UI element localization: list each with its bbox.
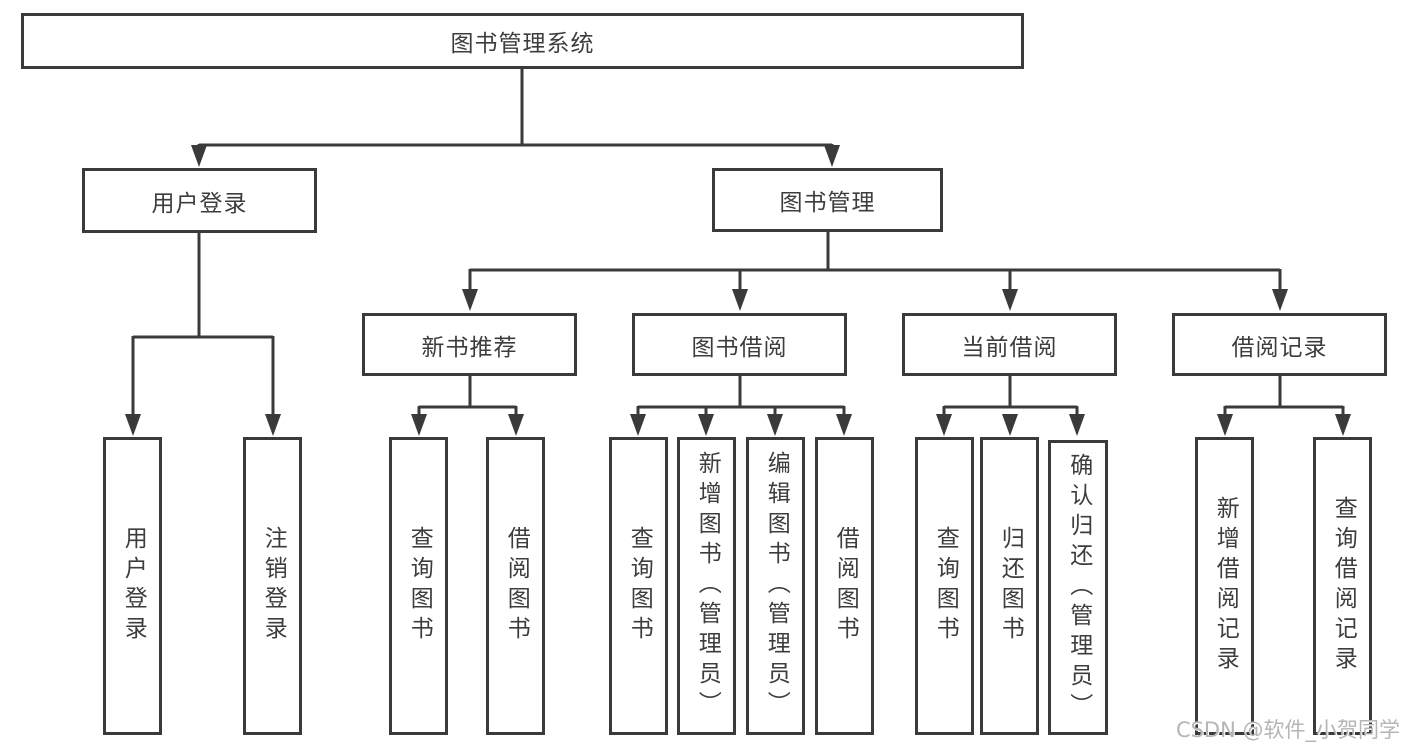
arrowhead	[508, 414, 524, 436]
arrowhead	[698, 414, 714, 436]
arrowhead	[265, 414, 281, 436]
arrowhead	[767, 414, 783, 436]
arrowhead	[411, 414, 427, 436]
arrowhead	[732, 289, 748, 311]
leaf-query-borrow-record: 查询借阅记录	[1313, 437, 1372, 735]
leaf-borrow-query-book-label: 查询图书	[626, 526, 653, 646]
leaf-logout-login: 注销登录	[243, 437, 302, 735]
leaf-borrow-borrow-book: 借阅图书	[815, 437, 874, 735]
leaf-logout-login-label: 注销登录	[260, 526, 287, 646]
leaf-recommend-borrow-book: 借阅图书	[486, 437, 545, 735]
leaf-return-book-label: 归还图书	[997, 526, 1024, 646]
arrowhead	[824, 145, 840, 167]
node-current-borrow-label: 当前借阅	[961, 334, 1058, 361]
arrowhead	[1069, 414, 1085, 436]
leaf-edit-book-admin: 编辑图书（管理员）	[746, 437, 805, 735]
leaf-current-query-book: 查询图书	[915, 437, 974, 735]
node-book-borrow-label: 图书借阅	[691, 334, 788, 361]
arrowhead	[125, 414, 141, 436]
leaf-add-book-admin-label: 新增图书（管理员）	[694, 451, 721, 721]
node-user-login: 用户登录	[82, 168, 317, 233]
node-book-borrow: 图书借阅	[632, 313, 847, 376]
leaf-borrow-borrow-book-label: 借阅图书	[832, 526, 859, 646]
node-new-book-recommend: 新书推荐	[362, 313, 577, 376]
node-borrow-records-label: 借阅记录	[1231, 334, 1328, 361]
arrowhead	[1272, 289, 1288, 311]
arrowhead	[1335, 414, 1351, 436]
node-book-management-label: 图书管理	[779, 190, 876, 216]
arrowhead	[462, 289, 478, 311]
arrowhead	[1002, 289, 1018, 311]
node-new-book-recommend-label: 新书推荐	[421, 334, 518, 361]
node-library-system: 图书管理系统	[21, 13, 1024, 69]
arrowhead	[191, 145, 207, 167]
node-library-system-label: 图书管理系统	[450, 31, 595, 57]
leaf-return-book: 归还图书	[980, 437, 1039, 735]
leaf-user-login-label: 用户登录	[120, 526, 147, 646]
leaf-add-book-admin: 新增图书（管理员）	[677, 437, 736, 735]
node-borrow-records: 借阅记录	[1172, 313, 1387, 376]
leaf-recommend-query-book: 查询图书	[389, 437, 448, 735]
leaf-confirm-return-admin-label: 确认归还（管理员）	[1065, 452, 1092, 723]
node-book-management: 图书管理	[712, 168, 943, 232]
leaf-recommend-query-book-label: 查询图书	[406, 526, 433, 646]
leaf-add-borrow-record-label: 新增借阅记录	[1212, 496, 1239, 676]
arrowhead	[936, 414, 952, 436]
leaf-current-query-book-label: 查询图书	[932, 526, 959, 646]
leaf-user-login: 用户登录	[103, 437, 162, 735]
leaf-borrow-query-book: 查询图书	[609, 437, 668, 735]
node-user-login-label: 用户登录	[151, 190, 248, 217]
arrowhead	[1002, 414, 1018, 436]
leaf-edit-book-admin-label: 编辑图书（管理员）	[763, 451, 790, 721]
leaf-confirm-return-admin: 确认归还（管理员）	[1048, 440, 1108, 735]
arrowhead	[1217, 414, 1233, 436]
leaf-query-borrow-record-label: 查询借阅记录	[1330, 496, 1357, 676]
watermark: CSDN @软件_小贺同学	[1175, 718, 1400, 742]
arrowhead	[630, 414, 646, 436]
arrowhead	[836, 414, 852, 436]
node-current-borrow: 当前借阅	[902, 313, 1117, 376]
leaf-add-borrow-record: 新增借阅记录	[1195, 437, 1254, 735]
leaf-recommend-borrow-book-label: 借阅图书	[503, 526, 530, 646]
